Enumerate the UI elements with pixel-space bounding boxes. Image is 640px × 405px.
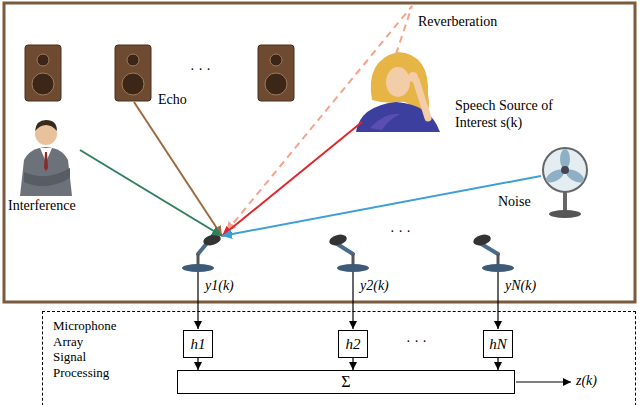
reverberation-path bbox=[226, 6, 412, 232]
signal-wire bbox=[198, 272, 571, 382]
annotation: Speech Source of Interest s(k) bbox=[455, 98, 553, 132]
microphone bbox=[182, 233, 514, 272]
signal-wire bbox=[516, 381, 571, 382]
label-anchor: · · · bbox=[406, 334, 427, 351]
microphone bbox=[182, 233, 222, 272]
loudspeaker bbox=[265, 73, 287, 95]
label-anchor: Noise bbox=[498, 194, 531, 211]
label-anchor: yN(k) bbox=[505, 278, 536, 295]
loudspeaker bbox=[115, 45, 151, 101]
microphone bbox=[182, 264, 214, 272]
loudspeaker bbox=[270, 54, 282, 66]
microphone bbox=[472, 233, 514, 272]
signal-name: y1(k) bbox=[205, 278, 234, 295]
microphone bbox=[482, 264, 514, 272]
microphone bbox=[328, 233, 369, 272]
fan bbox=[543, 148, 587, 192]
annotation: Interference bbox=[8, 198, 76, 215]
connector-group bbox=[198, 358, 498, 370]
block-label: h2 bbox=[346, 335, 361, 353]
loudspeaker bbox=[32, 73, 54, 95]
speaker-person bbox=[370, 114, 400, 130]
speech-path bbox=[222, 122, 362, 236]
filter-box: hN bbox=[483, 330, 513, 358]
loudspeaker bbox=[37, 54, 49, 66]
interference-path bbox=[80, 150, 222, 236]
ellipsis: · · · bbox=[406, 334, 427, 351]
annotation: Echo bbox=[158, 92, 187, 109]
noise-path bbox=[222, 176, 541, 236]
fan bbox=[563, 190, 567, 212]
speaker-person bbox=[408, 72, 418, 82]
label-anchor: · · · bbox=[390, 224, 411, 241]
signal-name: z(k) bbox=[576, 373, 597, 390]
label-anchor: Echo bbox=[158, 92, 187, 109]
label-anchor: Speech Source of Interest s(k) bbox=[455, 98, 553, 132]
label-anchor: y1(k) bbox=[205, 278, 234, 295]
annotation: Noise bbox=[498, 194, 531, 211]
label-anchor: · · · bbox=[190, 62, 211, 79]
signal-wire bbox=[352, 272, 353, 329]
block-label: h1 bbox=[191, 335, 206, 353]
signal-name: yN(k) bbox=[505, 278, 536, 295]
filter-box: h2 bbox=[338, 330, 368, 358]
block-label: Σ bbox=[341, 372, 350, 391]
fan bbox=[543, 148, 587, 218]
filter-box: h1 bbox=[183, 330, 213, 358]
interferer-person bbox=[20, 147, 72, 196]
fan bbox=[561, 166, 569, 174]
interferer-person bbox=[24, 168, 70, 186]
loudspeaker bbox=[115, 45, 151, 101]
block-label: hN bbox=[489, 335, 507, 353]
loudspeaker bbox=[127, 54, 139, 66]
sum-box: Σ bbox=[177, 370, 515, 394]
loudspeaker bbox=[25, 45, 61, 101]
processing-block: Microphone Array Signal Processing h1 h2 hN… bbox=[42, 311, 636, 405]
microphone bbox=[328, 233, 348, 247]
signal-connector bbox=[497, 358, 498, 370]
block-title: Microphone Array Signal Processing bbox=[53, 318, 117, 380]
signal-wire bbox=[197, 272, 198, 329]
signal-name: y2(k) bbox=[360, 278, 389, 295]
speaker-person bbox=[416, 80, 428, 118]
signal-connector bbox=[352, 358, 353, 370]
fan bbox=[549, 210, 581, 218]
room-wall bbox=[4, 3, 635, 302]
echo-path bbox=[134, 102, 222, 236]
loudspeaker bbox=[25, 45, 61, 101]
label-anchor: y2(k) bbox=[360, 278, 389, 295]
interferer-person bbox=[35, 120, 57, 131]
loudspeaker bbox=[258, 45, 294, 101]
label-anchor: Reverberation bbox=[418, 14, 497, 31]
label-anchor: Interference bbox=[8, 198, 76, 215]
speaker-person bbox=[356, 52, 440, 132]
annotation: Reverberation bbox=[418, 14, 497, 31]
loudspeaker bbox=[122, 73, 144, 95]
label-anchor: z(k) bbox=[576, 373, 597, 390]
ellipsis: · · · bbox=[190, 62, 211, 79]
speaker-person bbox=[386, 67, 410, 97]
interferer-person bbox=[20, 120, 72, 196]
loudspeaker bbox=[258, 45, 294, 101]
interferer-person bbox=[44, 152, 48, 171]
microphone bbox=[472, 233, 492, 247]
ellipsis: · · · bbox=[390, 224, 411, 241]
microphone bbox=[337, 264, 369, 272]
signal-connector bbox=[197, 358, 198, 370]
signal-wire bbox=[497, 272, 498, 329]
